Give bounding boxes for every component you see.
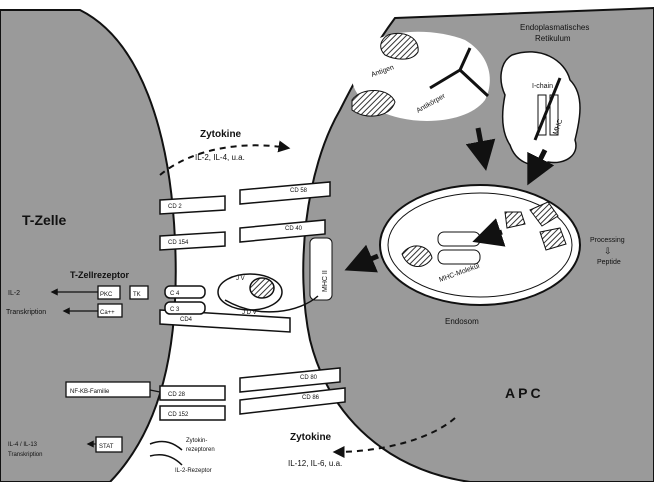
ca-label: Ca++	[100, 310, 115, 316]
cd152-label: CD 152	[168, 412, 189, 418]
stat-label: STAT	[99, 444, 114, 450]
il4-label-line1: IL-4 / IL-13	[8, 442, 38, 448]
cd154-label: CD 154	[168, 240, 189, 246]
tcr-title: T-Zellrezeptor	[70, 270, 130, 280]
mhc-molecule-part-2	[438, 250, 480, 264]
processing-line1: Processing	[590, 237, 625, 244]
ichain-label: I-chain	[532, 83, 553, 90]
er-label-line2: Retikulum	[535, 34, 571, 43]
processing-line2: Peptide	[597, 259, 621, 266]
processing-arrow: ⇩	[604, 246, 612, 256]
cytokine-bottom-list: IL-12, IL-6, u.a.	[288, 459, 342, 468]
er-label-line1: Endoplasmatisches	[520, 23, 589, 32]
cd28-label: CD 28	[168, 392, 186, 398]
cd80-label: CD 80	[300, 375, 318, 381]
transkription-label: Transkription	[6, 309, 46, 316]
t-cell-label: T-Zelle	[22, 212, 67, 228]
cd86-label: CD 86	[302, 395, 320, 401]
cytokine-top-list: IL-2, IL-4, u.a.	[195, 153, 245, 162]
cd4-chain-label: C 4	[170, 291, 180, 297]
cytokine-bottom-title: Zytokine	[290, 432, 332, 443]
cd58-label: CD 58	[290, 188, 308, 194]
mhc-molecule-part-1	[438, 232, 480, 246]
il2-label: IL-2	[8, 290, 20, 297]
cytokine-receptors	[150, 442, 182, 465]
cd86-tube	[240, 388, 345, 414]
t-cell	[0, 10, 176, 482]
jdv-label: J D V	[242, 310, 257, 316]
nfkb-label: NF-KB-Familie	[70, 389, 110, 395]
tk-label: TK	[133, 292, 141, 298]
cd2-label: CD 2	[168, 204, 182, 210]
cd3-chain-label: C 3	[170, 307, 180, 313]
zyto-rec-label-1: Zytokin-	[186, 438, 207, 444]
apc-label: APC	[505, 385, 544, 401]
il2-receptor-label: IL-2-Rezeptor	[175, 468, 212, 474]
pkc-label: PKC	[100, 292, 113, 298]
antigen-blob-1	[381, 34, 418, 60]
cd80-tube	[240, 368, 340, 392]
il4-label-line2: Transkription	[8, 452, 42, 458]
zyto-rec-label-2: rezeptoren	[186, 447, 215, 453]
cd4-label: CD4	[180, 317, 193, 323]
cd40-label: CD 40	[285, 226, 303, 232]
cytokine-top-title: Zytokine	[200, 129, 242, 140]
mhc-ii-label: MHC II	[322, 270, 329, 292]
endosome-label: Endosom	[445, 317, 479, 326]
vbeta-label: J V	[236, 276, 245, 282]
